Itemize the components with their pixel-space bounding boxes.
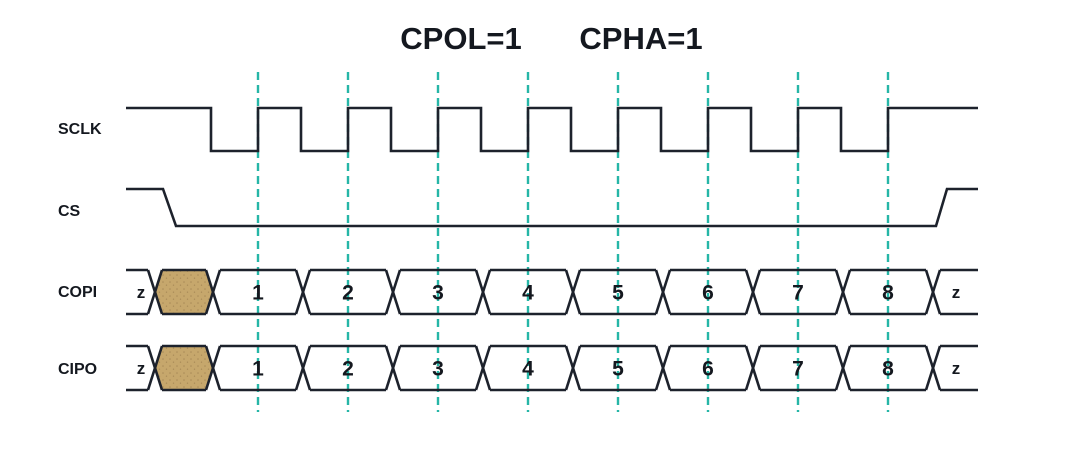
signal-label-cs: CS [58,203,81,220]
bus-transition-cross [204,345,222,391]
bus-transition-cross [294,269,312,315]
bus-idle-label: z [137,283,146,302]
signal-label-cipo: CIPO [58,361,97,378]
bus-transition-cross [744,269,762,315]
bus-bit-label: 3 [432,358,444,381]
bus-bit-label: 2 [342,282,354,305]
bus-bit-label: 8 [882,282,894,305]
bus-bit-label: 2 [342,358,354,381]
bus-transition-cross [204,269,222,315]
bus-transition-cross [834,345,852,391]
bus-bit-label: 5 [612,282,624,305]
bus-idle-label: z [952,283,961,302]
bus-transition-cross [834,269,852,315]
cipo-bus: z z 1 2 3 4 5 6 7 8 [126,344,978,392]
bus-transition-cross [924,269,942,315]
bus-transition-cross [474,269,492,315]
bus-bit-label: 6 [702,358,714,381]
bus-transition-cross [474,345,492,391]
bus-transition-cross [146,345,164,391]
bus-bit-label: 4 [522,358,534,381]
bus-transition-cross [294,345,312,391]
bus-transition-cross [654,269,672,315]
bus-transition-cross [384,269,402,315]
bus-bit-label: 7 [792,282,804,305]
signal-label-sclk: SCLK [58,121,102,138]
title-cpha: CPHA=1 [579,21,702,56]
signal-label-copi: COPI [58,284,97,301]
bus-bit-label: 5 [612,358,624,381]
bus-bit-label: 6 [702,282,714,305]
bus-transition-cross [744,345,762,391]
bus-bit-label: 7 [792,358,804,381]
bus-transition-cross [564,345,582,391]
undefined-data-cell-texture [155,270,213,314]
bus-transition-cross [146,269,164,315]
bus-transition-cross [384,345,402,391]
bus-bit-label: 8 [882,358,894,381]
bus-transition-cross [564,269,582,315]
bus-idle-label: z [137,359,146,378]
sclk-waveform [126,106,978,153]
bus-bit-label: 3 [432,282,444,305]
bus-transition-cross [924,345,942,391]
bus-bit-label: 4 [522,282,534,305]
bus-idle-label: z [952,359,961,378]
title-cpol: CPOL=1 [400,21,521,56]
bus-bit-label: 1 [252,358,264,381]
cs-waveform [126,187,978,228]
bus-bit-label: 1 [252,282,264,305]
undefined-data-cell-texture [155,346,213,390]
bus-transition-cross [654,345,672,391]
copi-bus: z z 1 2 3 4 5 6 7 8 [126,268,978,316]
